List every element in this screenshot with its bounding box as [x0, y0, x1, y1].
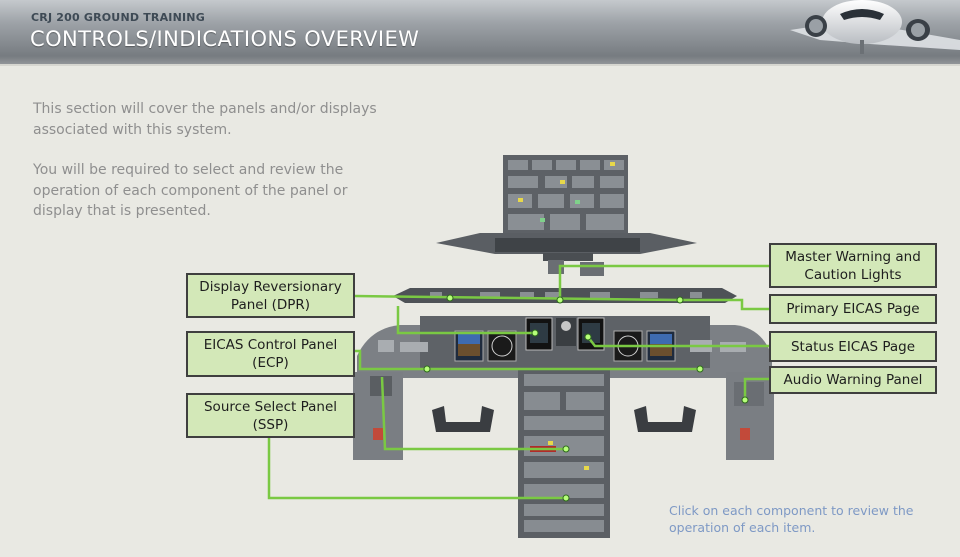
audio-warning-callout-button[interactable]: Audio Warning Panel [769, 366, 937, 394]
dpr-callout-button[interactable]: Display Reversionary Panel (DPR) [186, 273, 355, 318]
ecp-label-line-2: (ECP) [252, 355, 289, 371]
main-instrument-panel [357, 316, 772, 378]
leader-lines [267, 264, 769, 500]
ecp-label-line-1: EICAS Control Panel [203, 337, 338, 353]
overhead-panel [436, 155, 697, 276]
right-side-console [726, 372, 774, 460]
intro-paragraph-2: You will be required to select and revie… [33, 162, 348, 219]
leader-dots [423, 294, 749, 502]
primary-eicas-callout-button[interactable]: Primary EICAS Page [769, 294, 937, 324]
status-eicas-label: Status EICAS Page [790, 338, 916, 355]
intro-paragraph-1: This section will cover the panels and/o… [33, 101, 377, 138]
dpr-label-line-2: Panel (DPR) [230, 296, 311, 313]
audio-warning-label: Audio Warning Panel [783, 372, 923, 388]
ssp-callout-button[interactable]: Source Select Panel (SSP) [186, 393, 355, 438]
left-side-console [353, 372, 403, 460]
primary-eicas-label: Primary EICAS Page [786, 301, 920, 317]
master-warning-label-line-1: Master Warning and [785, 248, 921, 265]
right-yoke [634, 406, 696, 432]
left-yoke [432, 406, 494, 432]
status-eicas-callout-button[interactable]: Status EICAS Page [769, 331, 937, 362]
course-label: CRJ 200 GROUND TRAINING [31, 11, 205, 24]
ssp-label-line-1: Source Select Panel [203, 398, 338, 415]
master-warning-label-line-2: Caution Lights [804, 266, 902, 283]
header-banner: CRJ 200 GROUND TRAINING CONTROLS/INDICAT… [0, 0, 960, 66]
ssp-label-line-2: (SSP) [252, 416, 289, 433]
dpr-label-line-1: Display Reversionary [199, 278, 342, 295]
instruction-hint: Click on each component to review the op… [669, 503, 914, 535]
ecp-callout-button[interactable]: EICAS Control Panel (ECP) [186, 331, 355, 377]
jet-icon [790, 0, 960, 54]
master-warning-callout-button[interactable]: Master Warning and Caution Lights [769, 243, 937, 288]
center-pedestal [518, 368, 610, 538]
page-title: CONTROLS/INDICATIONS OVERVIEW [30, 27, 420, 51]
